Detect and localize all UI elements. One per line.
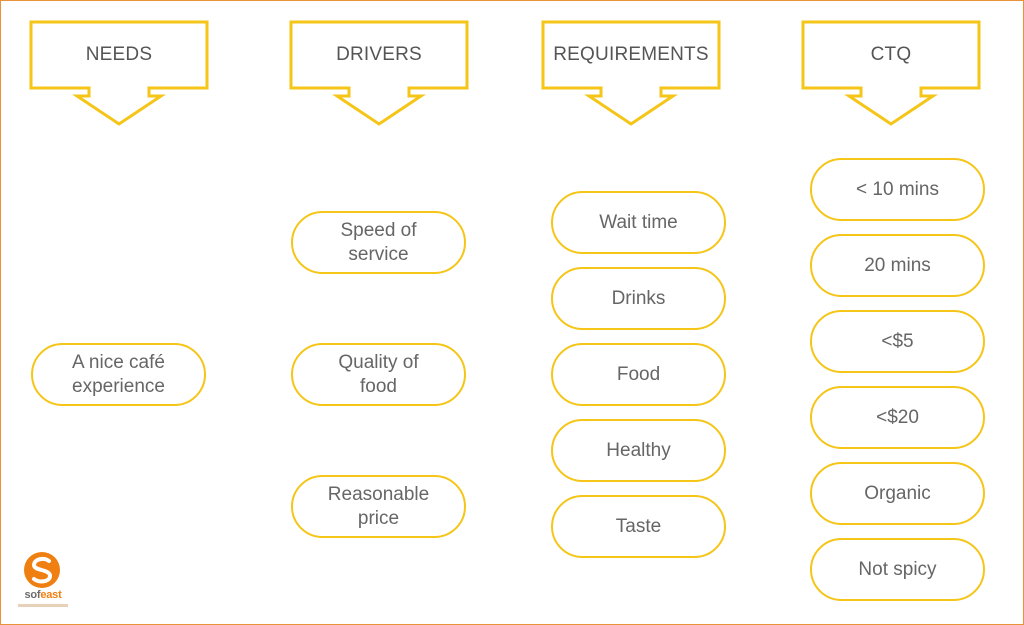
header-label: CTQ (870, 44, 912, 65)
requirement-box: Healthy (551, 419, 726, 482)
header-requirements: REQUIREMENTS (541, 20, 721, 126)
ctq-box: < 10 mins (810, 158, 985, 221)
driver-box: Speed of service (291, 211, 466, 274)
header-arrow-shape (541, 20, 721, 126)
requirement-box: Food (551, 343, 726, 406)
need-label: A nice café experience (72, 351, 165, 397)
requirement-label: Healthy (606, 439, 671, 461)
ctq-label: <$20 (876, 406, 919, 428)
driver-label: Quality of food (338, 351, 419, 397)
need-box: A nice café experience (31, 343, 206, 406)
requirement-label: Drinks (611, 287, 666, 309)
logo-s-icon (24, 552, 60, 588)
header-label: DRIVERS (336, 44, 422, 65)
requirement-box: Drinks (551, 267, 726, 330)
ctq-label: <$5 (881, 330, 914, 352)
requirement-box: Wait time (551, 191, 726, 254)
ctq-box: Organic (810, 462, 985, 525)
header-arrow-shape (289, 20, 469, 126)
header-arrow-shape (801, 20, 981, 126)
requirement-label: Food (616, 363, 661, 385)
requirement-box: Taste (551, 495, 726, 558)
sofeast-logo: sofeast (18, 552, 68, 612)
driver-label: Reasonable price (327, 483, 430, 529)
ctq-box: 20 mins (810, 234, 985, 297)
header-label: REQUIREMENTS (553, 44, 709, 65)
header-label: NEEDS (85, 44, 153, 65)
driver-box: Reasonable price (291, 475, 466, 538)
driver-label: Speed of service (340, 219, 417, 265)
logo-tagline (18, 604, 68, 607)
ctq-label: 20 mins (864, 254, 931, 276)
ctq-label: < 10 mins (856, 178, 939, 200)
logo-wordmark: sofeast (24, 589, 62, 601)
header-needs: NEEDS (29, 20, 209, 126)
header-ctq: CTQ (801, 20, 981, 126)
ctq-label: Not spicy (858, 558, 937, 580)
header-drivers: DRIVERS (289, 20, 469, 126)
ctq-box: Not spicy (810, 538, 985, 601)
requirement-label: Taste (615, 515, 662, 537)
requirement-label: Wait time (599, 211, 678, 233)
driver-box: Quality of food (291, 343, 466, 406)
ctq-box: <$20 (810, 386, 985, 449)
ctq-label: Organic (864, 482, 931, 504)
header-arrow-shape (29, 20, 209, 126)
ctq-box: <$5 (810, 310, 985, 373)
